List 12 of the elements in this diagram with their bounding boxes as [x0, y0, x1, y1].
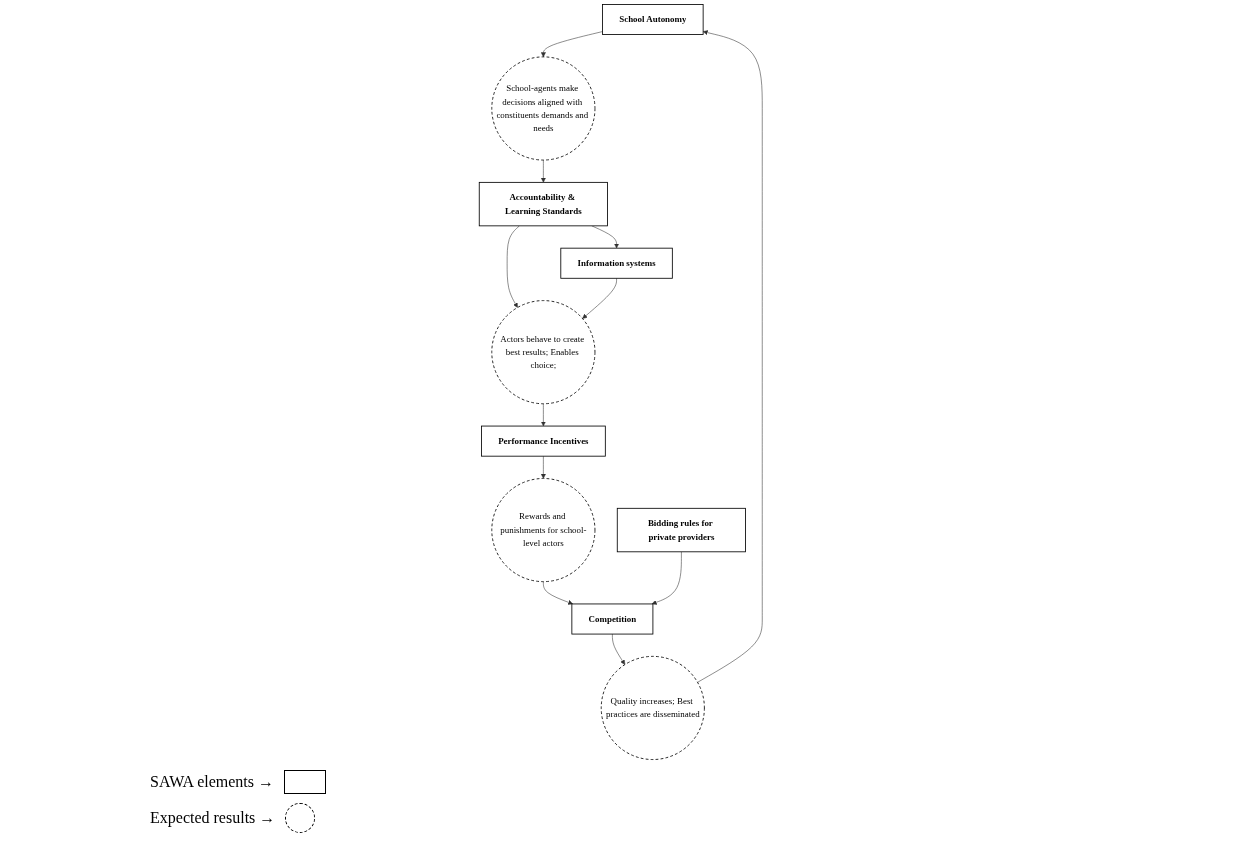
node-circle: School-agents make decisions aligned with constituents demands and needs [491, 56, 596, 161]
node-box: Competition [571, 603, 654, 635]
node-circle: Quality increases; Best practices are disseminated [600, 655, 705, 760]
node-box: Bidding rules for private providers [616, 507, 746, 553]
node-box: School Autonomy [601, 4, 704, 35]
node-box: Information systems [560, 247, 673, 279]
legend-text: SAWA elements → [150, 773, 275, 791]
node-box: Performance Incentives [480, 425, 606, 457]
legend-text: Expected results → [150, 809, 276, 827]
node-circle: Rewards and punishments for school-level actors [491, 478, 596, 583]
node-circle: Actors behave to create best results; Enables choice; [491, 300, 596, 405]
node-box: Accountability & Learning Standards [478, 181, 608, 227]
